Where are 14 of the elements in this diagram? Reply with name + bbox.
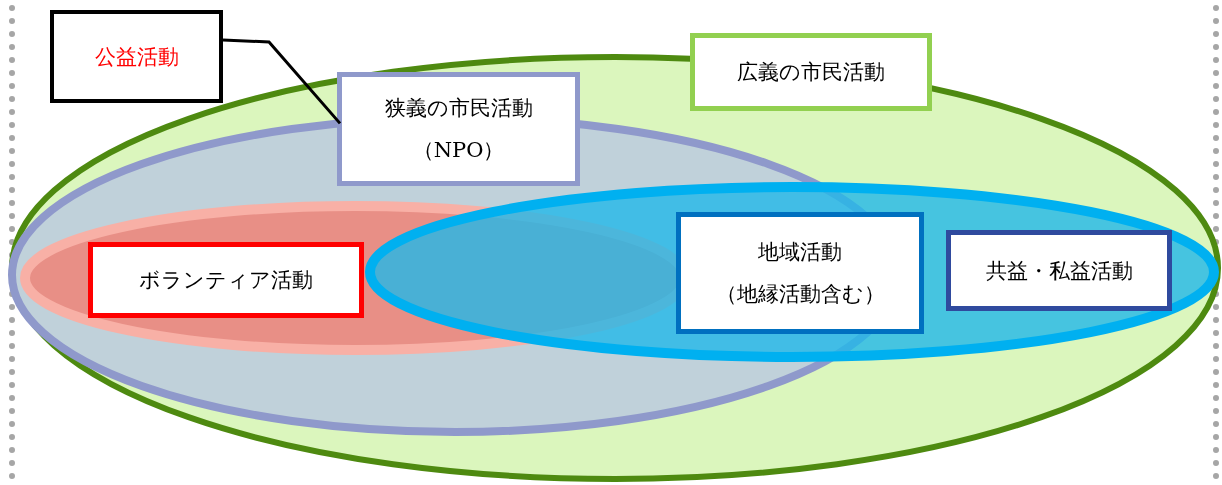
- label-box: [946, 230, 1172, 311]
- region-label: （地縁活動含む）: [715, 281, 885, 308]
- region-label: 地域活動: [758, 239, 842, 266]
- region-label: 狭義の市民活動: [384, 95, 533, 122]
- region-label: 公益活動: [94, 43, 179, 71]
- label-box: [676, 212, 924, 334]
- label-box: [50, 10, 223, 103]
- label-box: [690, 33, 932, 111]
- region-label: 広義の市民活動: [737, 59, 885, 86]
- region-label: ボランティア活動: [139, 267, 313, 294]
- region-label: （NPO）: [412, 137, 505, 164]
- region-label: 共益・私益活動: [985, 257, 1133, 285]
- label-box: [88, 242, 364, 318]
- label-box: [337, 72, 580, 186]
